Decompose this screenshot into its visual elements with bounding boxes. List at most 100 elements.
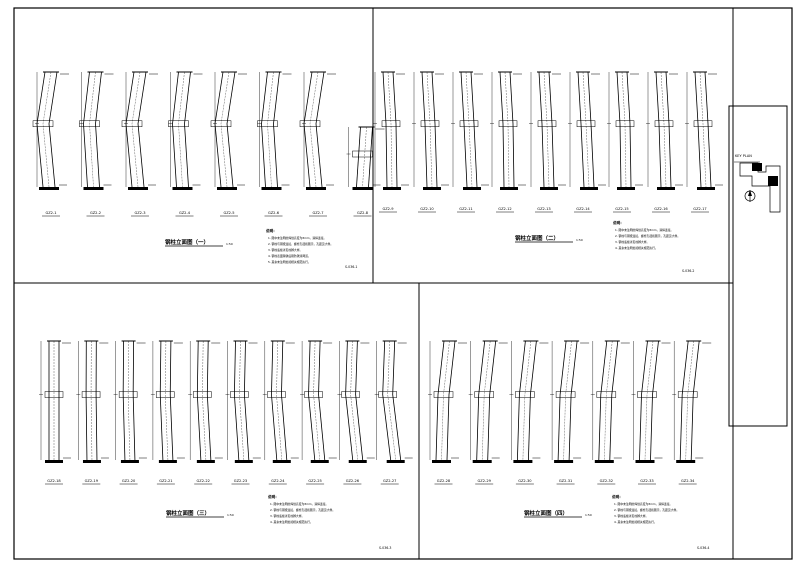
column-flange-right [568,340,578,461]
connection-plate [299,120,321,127]
base-plate [432,460,451,463]
column-label: GZ2-24 [271,479,285,483]
connection-plate [118,391,138,398]
column-label: GZ2-9 [382,207,394,211]
column-flange-left [517,340,526,461]
column-flange-right [132,340,136,461]
column-label: GZ2-17 [693,207,706,211]
column-centerline [504,71,510,188]
column-label: GZ2-5 [223,211,234,215]
note-line: 4. 其余未注明处按相关规范执行。 [270,520,313,524]
key-plan: KEY PLAN [728,105,788,427]
connection-plate [555,391,576,398]
column-label: GZ2-13 [537,207,550,211]
notes-title: 说明： [612,494,623,499]
column-flange-left [172,71,179,188]
base-plate [45,460,63,463]
column-flange-left [655,71,662,188]
base-plate [172,187,193,190]
column-centerline [165,340,169,461]
base-plate [580,187,598,190]
base-plate [120,460,139,463]
note-line: 1. 图中未注明的焊缝高度为8mm，满焊连接。 [615,228,673,232]
connection-plate [352,150,373,158]
notes-title: 说明： [266,228,277,233]
steel-column-elevation: GZ2-7 [299,71,336,217]
connection-plate [267,391,286,398]
column-flange-right [704,71,712,188]
column-flange-right [626,71,632,188]
connection-plate [304,391,323,398]
steel-column-elevation: GZ2-9 [373,71,409,213]
column-label: GZ2-7 [312,211,323,215]
steel-column-elevation: GZ2-31 [550,340,590,485]
panel-scale: 1:50 [585,513,592,517]
column-flange-right [509,71,515,188]
column-label: GZ2-29 [477,479,491,483]
column-label: GZ2-16 [654,207,668,211]
steel-column-elevation: GZ2-13 [529,71,566,213]
base-plate [657,187,675,190]
sheet-number: S-036-1 [345,265,357,269]
column-label: GZ2-21 [159,479,172,483]
column-flange-right [392,340,402,461]
connection-plate [341,391,360,398]
column-flange-right [392,71,398,188]
column-centerline [465,71,473,188]
column-label: GZ2-1 [45,211,56,215]
panel-title: 钢柱立面图（二） [515,234,559,242]
column-label: GZ2-12 [498,207,511,211]
column-centerline [90,340,93,461]
column-centerline [202,340,207,461]
column-flange-right [528,340,537,461]
steel-column-elevation: GZ2-28 [428,340,467,485]
connection-plate [654,120,674,127]
steel-column-elevation: GZ2-4 [168,71,203,217]
note-line: 4. 其余未注明处按相关规范执行。 [615,246,658,250]
column-flange-left [196,340,202,461]
steel-column-elevation: GZ2-21 [150,340,185,485]
column-label: GZ2-20 [122,479,136,483]
steel-column-elevation: GZ2-25 [300,340,337,485]
panel-scale: 1:50 [576,238,583,242]
column-centerline [276,340,282,461]
column-flange-left [460,71,468,188]
connection-plate [381,120,401,127]
column-centerline [522,340,532,461]
column-flange-right [487,340,497,461]
steel-column-elevation: GZ2-32 [590,340,630,485]
key-plan-label: KEY PLAN [735,154,752,158]
steel-column-elevation: GZ2-10 [412,71,449,213]
column-flange-left [538,71,545,188]
column-label: GZ2-22 [196,479,209,483]
column-centerline [482,340,491,461]
column-label: GZ2-31 [559,479,572,483]
base-plate [386,460,405,463]
column-centerline [313,340,320,461]
column-flange-right [470,71,478,188]
column-centerline [178,71,185,188]
steel-column-elevation: GZ2-26 [337,340,375,485]
panel-title: 钢柱立面图（一） [165,238,209,246]
base-plate [463,187,481,190]
column-label: GZ2-6 [268,211,280,215]
column-centerline [685,340,694,461]
note-line: 1. 图中未注明的焊缝高度为8mm，满焊连接。 [270,502,328,506]
column-centerline [220,71,230,188]
steel-column-elevation: GZ2-12 [490,71,526,213]
column-label: GZ2-30 [518,479,532,483]
base-plate [82,460,101,463]
steel-column-elevation: GZ2-19 [76,340,109,485]
steel-column-elevation: GZ2-3 [121,71,158,217]
base-plate [352,187,373,190]
steel-column-elevation: GZ2-33 [631,340,671,485]
column-centerline [387,340,396,461]
column-centerline [644,340,654,461]
steel-column-elevation: GZ2-23 [225,340,261,485]
column-flange-right [446,340,456,461]
steel-column-elevation: GZ2-14 [568,71,606,213]
steel-column-elevation: GZ2-15 [607,71,643,213]
column-centerline [604,340,613,461]
column-flange-left [435,340,445,461]
note-line: 1. 图中未注明的焊缝高度为8mm，满焊连接。 [268,236,326,240]
